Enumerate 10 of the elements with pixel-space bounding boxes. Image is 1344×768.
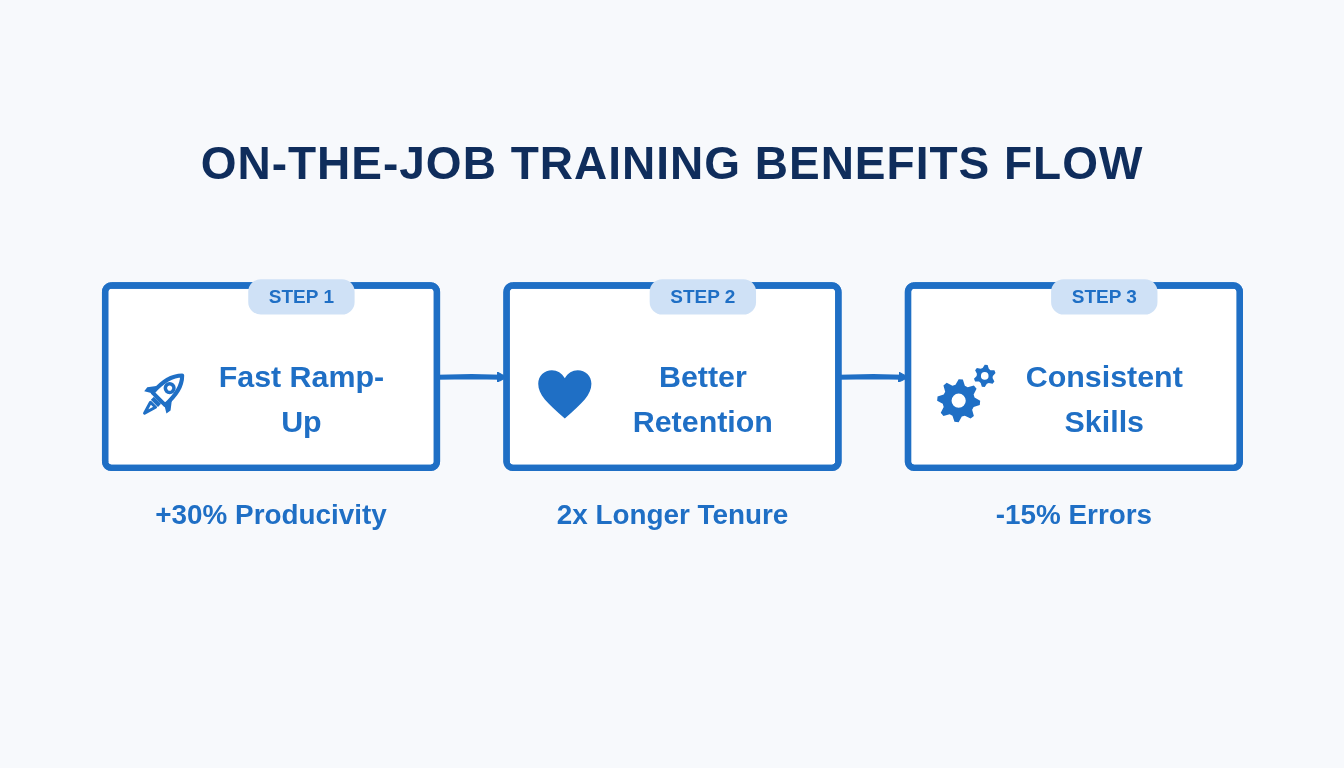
step-badge: STEP 1 — [248, 279, 354, 314]
metric-caption: +30% Producivity — [154, 498, 387, 530]
metric-caption: -15% Errors — [995, 498, 1152, 530]
step-title: Fast Ramp-Up — [218, 358, 384, 439]
metric-caption: 2x Longer Tenure — [556, 498, 788, 530]
step-title: Better Retention — [632, 358, 773, 439]
step-title: Consistent Skills — [1025, 358, 1183, 439]
step-badge: STEP 2 — [649, 279, 756, 314]
step-badge: STEP 3 — [1051, 279, 1157, 314]
diagram-title: ON-THE-JOB TRAINING BENEFITS FLOW — [200, 136, 1144, 190]
